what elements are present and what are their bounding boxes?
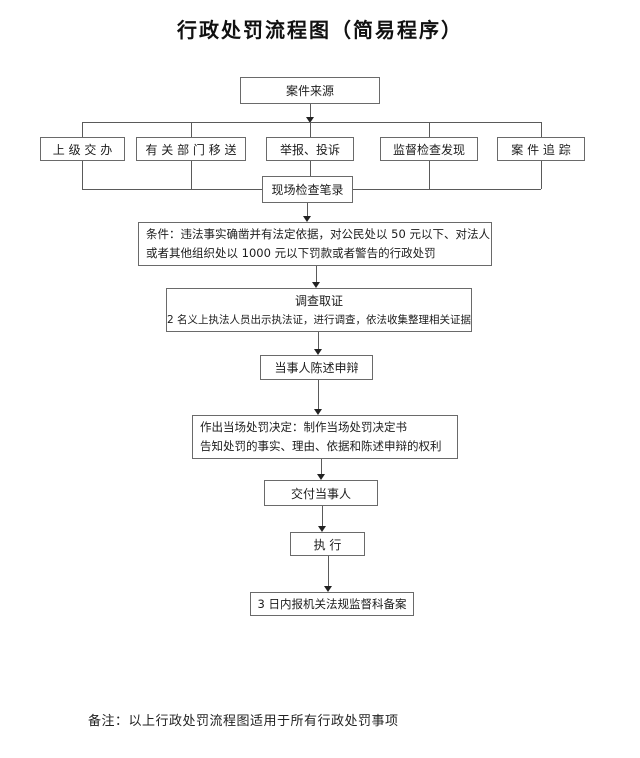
connector-line [310, 104, 311, 117]
node-deliver-label: 交付当事人 [290, 486, 351, 501]
arrow-down-icon [306, 117, 314, 123]
connector-line [191, 123, 192, 137]
node-case-source-label: 案件来源 [285, 84, 334, 98]
node-statement-label: 当事人陈述申辩 [274, 361, 359, 375]
arrow-down-icon [303, 216, 311, 222]
connector-line [307, 203, 308, 216]
node-condition: 条件：违法事实确凿并有法定依据，对公民处以 50 元以下、对法人 或者其他组织处… [138, 222, 492, 266]
node-source-transfer-label: 有 关 部 门 移 送 [145, 142, 237, 157]
connector-line [541, 123, 542, 137]
connector-line [310, 161, 311, 176]
connector-line [82, 161, 83, 189]
connector-line [322, 506, 323, 526]
connector-line [429, 123, 430, 137]
node-source-report: 举报、投诉 [266, 137, 354, 161]
page-title: 行政处罚流程图（简易程序） [177, 18, 463, 42]
connector-line [353, 189, 541, 190]
footnote: 备注：以上行政处罚流程图适用于所有行政处罚事项 [88, 714, 399, 729]
node-decision: 作出当场处罚决定：制作当场处罚决定书 告知处罚的事实、理由、依据和陈述申辩的权利 [192, 415, 458, 459]
connector-line [318, 380, 319, 409]
node-source-superior-label: 上 级 交 办 [52, 142, 113, 157]
node-condition-line1: 条件：违法事实确凿并有法定依据，对公民处以 50 元以下、对法人 [146, 227, 490, 241]
connector-line [82, 189, 262, 190]
node-source-inspection-label: 监督检查发现 [392, 142, 465, 157]
node-source-transfer: 有 关 部 门 移 送 [136, 137, 246, 161]
connector-line [191, 161, 192, 189]
arrow-down-icon [314, 349, 322, 355]
node-decision-line2: 告知处罚的事实、理由、依据和陈述申辩的权利 [200, 439, 442, 453]
arrow-down-icon [312, 282, 320, 288]
connector-line [429, 161, 430, 189]
node-filing-label: 3 日内报机关法规监督科备案 [257, 597, 407, 611]
connector-line [82, 122, 542, 123]
node-source-superior: 上 级 交 办 [40, 137, 125, 161]
node-deliver: 交付当事人 [264, 480, 378, 506]
node-investigation: 调查取证 2 名义上执法人员出示执法证，进行调查，依法收集整理相关证据 [166, 288, 472, 332]
node-site-record: 现场检查笔录 [262, 176, 353, 203]
arrow-down-icon [324, 586, 332, 592]
node-source-tracking-label: 案 件 追 踪 [511, 142, 571, 157]
node-source-tracking: 案 件 追 踪 [497, 137, 585, 161]
node-source-report-label: 举报、投诉 [279, 142, 340, 157]
node-condition-line2: 或者其他组织处以 1000 元以下罚款或者警告的行政处罚 [146, 246, 436, 260]
connector-line [541, 161, 542, 189]
connector-line [321, 459, 322, 474]
node-site-record-label: 现场检查笔录 [271, 183, 344, 197]
connector-line [310, 123, 311, 137]
connector-line [82, 123, 83, 137]
connector-line [316, 266, 317, 282]
node-investigation-title: 调查取证 [294, 294, 343, 308]
node-source-inspection: 监督检查发现 [380, 137, 478, 161]
node-statement: 当事人陈述申辩 [260, 355, 373, 380]
node-investigation-detail: 2 名义上执法人员出示执法证，进行调查，依法收集整理相关证据 [166, 314, 472, 326]
connector-line [318, 332, 319, 349]
node-execute: 执 行 [290, 532, 365, 556]
node-decision-line1: 作出当场处罚决定：制作当场处罚决定书 [200, 420, 407, 434]
connector-line [328, 556, 329, 586]
arrow-down-icon [318, 526, 326, 532]
arrow-down-icon [314, 409, 322, 415]
node-execute-label: 执 行 [313, 537, 342, 552]
node-case-source: 案件来源 [240, 77, 380, 104]
arrow-down-icon [317, 474, 325, 480]
node-filing: 3 日内报机关法规监督科备案 [250, 592, 414, 616]
